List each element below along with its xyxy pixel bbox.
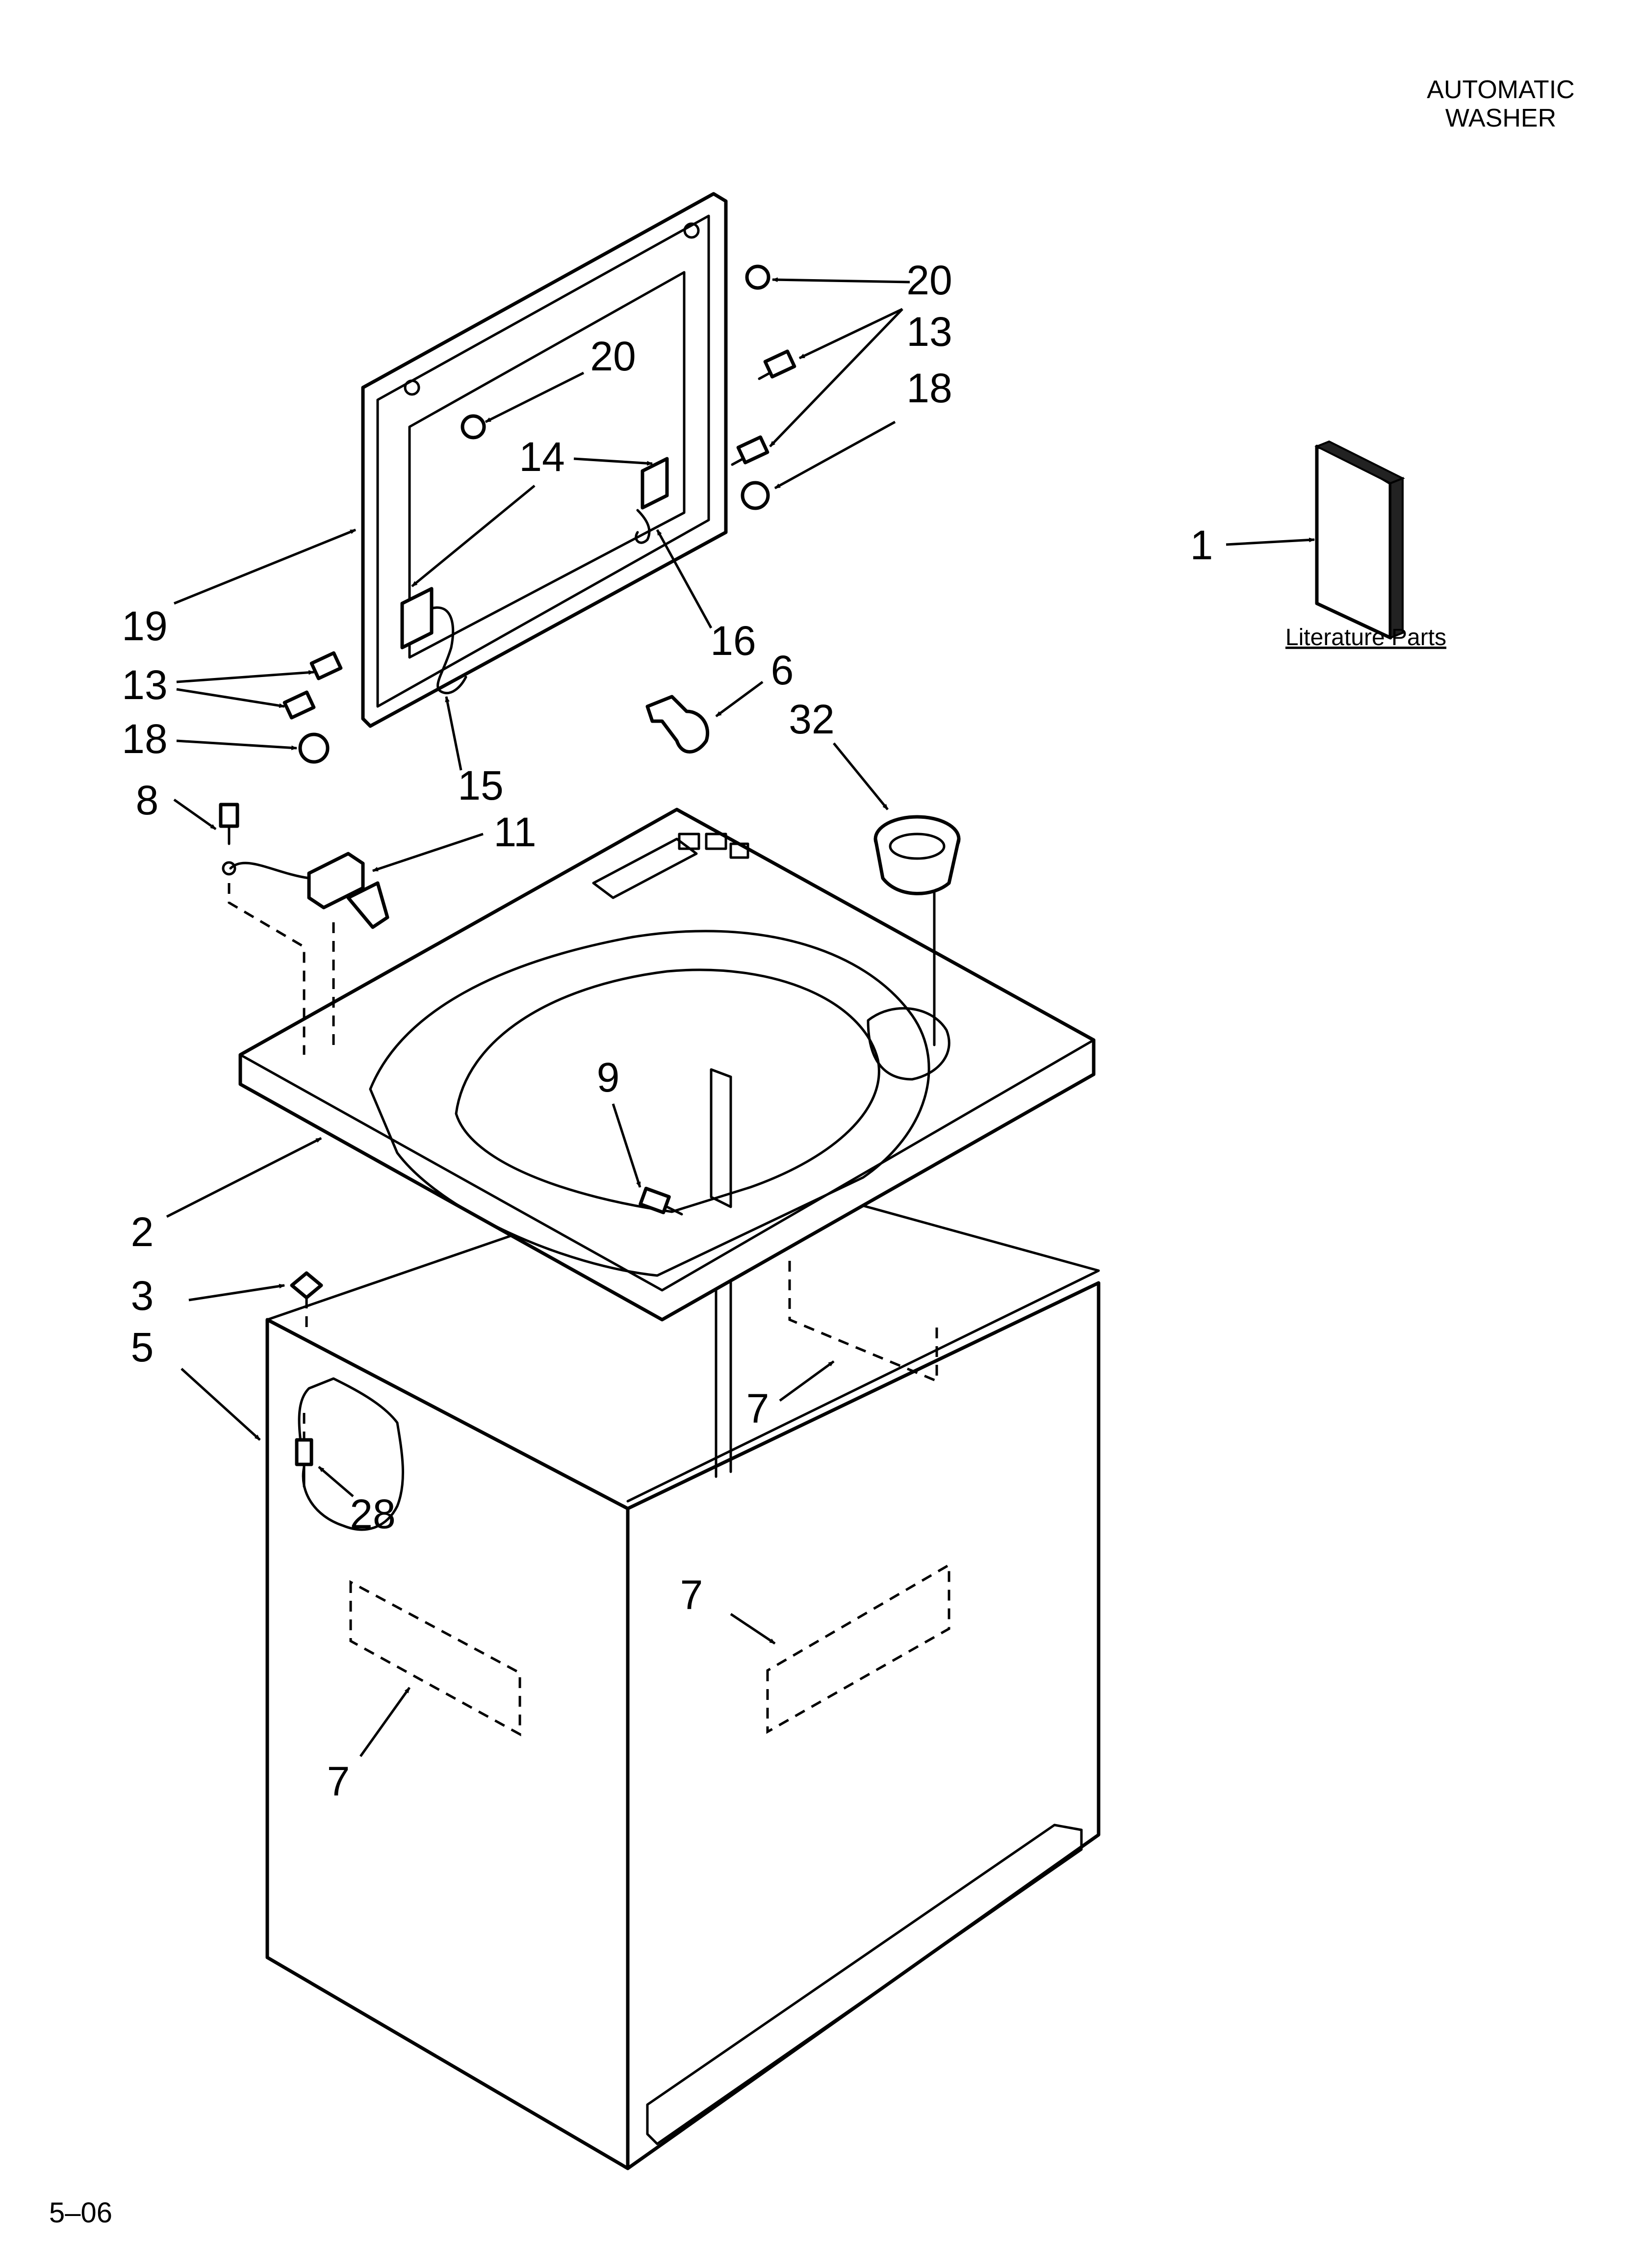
- callout-19: 19: [122, 603, 167, 649]
- top-panel: [238, 808, 1096, 1322]
- hinge-bracket-left: [400, 587, 434, 650]
- callout-13-right: 13: [906, 309, 952, 355]
- screw-13-left-upper: [309, 651, 343, 680]
- decal-area-7-back: [788, 1261, 938, 1383]
- callout-32: 32: [789, 696, 834, 742]
- hinge-bracket-right: [641, 457, 669, 510]
- lid-bumper-18-right: [741, 481, 770, 510]
- callout-16: 16: [710, 618, 756, 664]
- callout-9: 9: [597, 1054, 620, 1100]
- hinge-spring: [635, 509, 651, 544]
- dispenser-cup: [873, 815, 961, 895]
- callout-14: 14: [519, 434, 564, 480]
- callout-20-inner: 20: [590, 333, 636, 379]
- header-line-2: WASHER: [1445, 104, 1556, 132]
- callout-13-left: 13: [122, 662, 167, 708]
- callout-15: 15: [458, 762, 503, 808]
- switch-screw: [219, 803, 239, 876]
- screw-9: [639, 1186, 683, 1216]
- callout-1: 1: [1190, 522, 1213, 568]
- callout-18-left: 18: [122, 716, 167, 762]
- screw-13-right-upper: [758, 349, 796, 380]
- cabinet: [265, 1164, 1101, 2170]
- header-line-1: AUTOMATIC: [1427, 76, 1574, 104]
- callout-6: 6: [771, 647, 794, 693]
- callout-7-back: 7: [746, 1385, 770, 1432]
- clip: [645, 695, 710, 754]
- lid-bumper-20-top: [745, 264, 770, 290]
- clip-3: [290, 1271, 323, 1300]
- callout-5: 5: [131, 1324, 154, 1370]
- callout-20-top: 20: [906, 257, 952, 303]
- footer-page-code: 5–06: [49, 2197, 112, 2229]
- decal-area-7-right: [766, 1563, 950, 1734]
- literature-parts-label: Literature Parts: [1285, 625, 1446, 651]
- callout-8: 8: [136, 777, 159, 823]
- lid: [361, 192, 728, 728]
- lid-bumper-18-left: [298, 732, 330, 764]
- decal-area-7-left: [349, 1580, 521, 1737]
- callout-7-left: 7: [327, 1758, 350, 1804]
- callout-11: 11: [493, 809, 536, 855]
- callout-2: 2: [131, 1209, 154, 1255]
- screw-13-left-lower: [282, 690, 316, 720]
- callout-7-right: 7: [680, 1572, 703, 1618]
- lid-switch: [229, 852, 389, 929]
- leader-lines: [166, 277, 1315, 1757]
- screw-13-right-lower: [731, 435, 770, 466]
- literature-book: [1314, 440, 1405, 640]
- lid-bumper-20-inner: [461, 414, 486, 440]
- callout-28: 28: [350, 1491, 395, 1537]
- lid-hinge-rod: [430, 606, 467, 695]
- callout-3: 3: [131, 1273, 154, 1319]
- callout-18-right: 18: [906, 365, 952, 411]
